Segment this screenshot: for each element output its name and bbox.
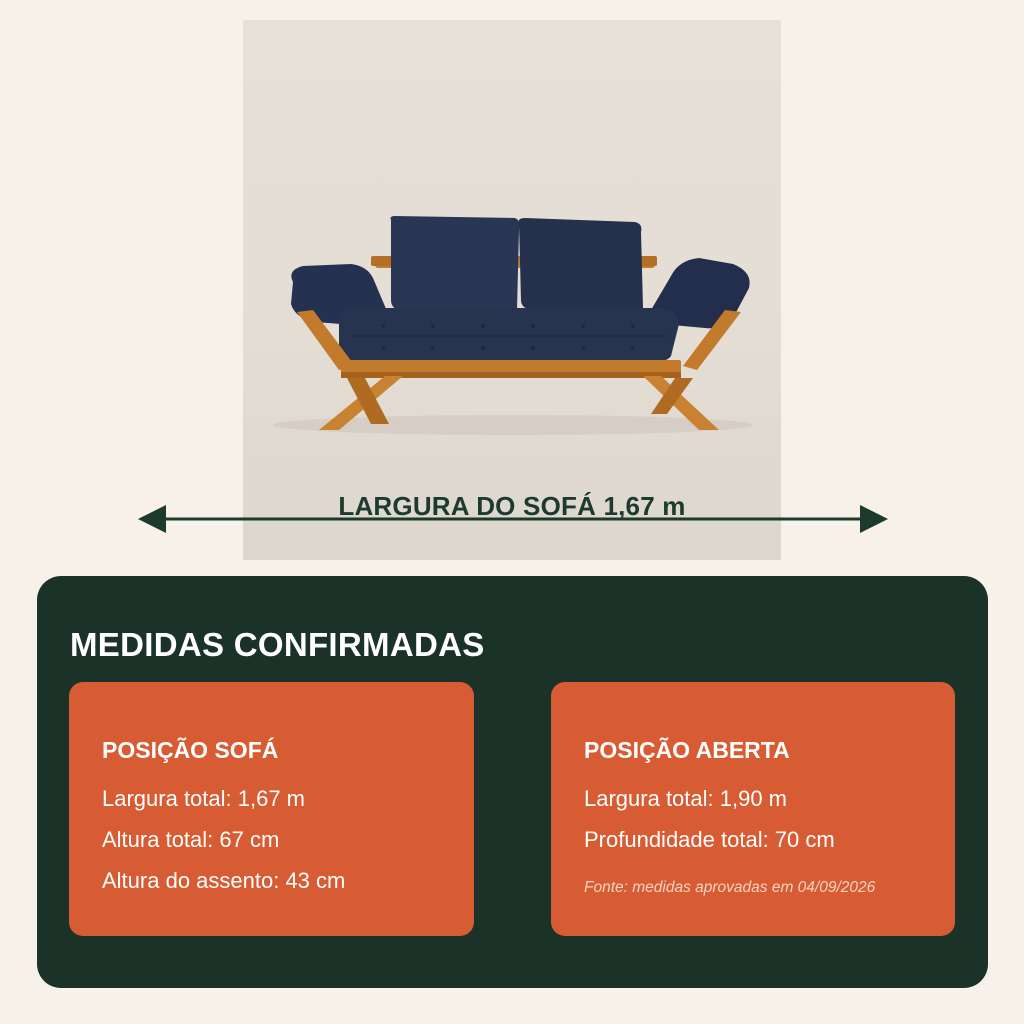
width-label: LARGURA DO SOFÁ 1,67 m — [338, 491, 686, 521]
sofa-illustration — [273, 216, 753, 435]
width-arrow — [138, 505, 888, 533]
sofa-position-card: POSIÇÃO SOFÁ Largura total: 1,67 m Altur… — [69, 682, 474, 936]
product-photo — [243, 20, 781, 560]
panel-title: MEDIDAS CONFIRMADAS — [70, 626, 485, 663]
card-line: Altura do assento: 43 cm — [102, 868, 346, 893]
card-line: Altura total: 67 cm — [102, 827, 280, 852]
card-line: Largura total: 1,67 m — [102, 786, 306, 811]
card-line: Profundidade total: 70 cm — [584, 827, 835, 852]
source-note: Fonte: medidas aprovadas em 04/09/2026 — [584, 879, 876, 896]
open-position-card: POSIÇÃO ABERTA Largura total: 1,90 m Pro… — [551, 682, 955, 936]
card-title: POSIÇÃO ABERTA — [584, 737, 790, 763]
card-line: Largura total: 1,90 m — [584, 786, 788, 811]
card-title: POSIÇÃO SOFÁ — [102, 737, 279, 763]
measurements-panel: MEDIDAS CONFIRMADAS POSIÇÃO SOFÁ Largura… — [37, 576, 988, 988]
